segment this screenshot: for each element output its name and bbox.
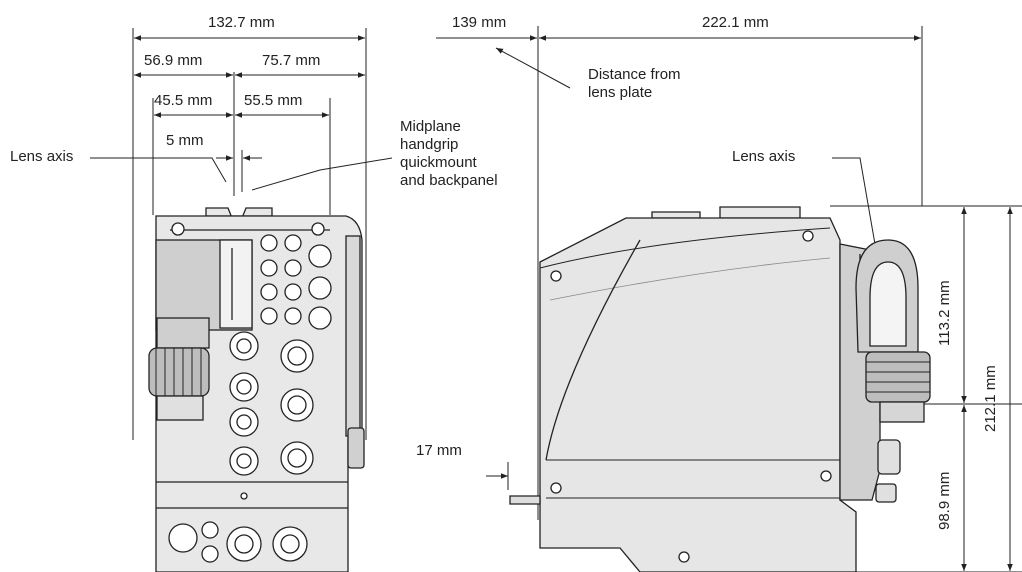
dim-upper-height: 113.2 mm [936,280,953,346]
lens-plate-line-1: Distance from [588,66,681,83]
dim-foot-offset: 17 mm [416,442,462,459]
dim-total-height: 212.1 mm [982,365,999,432]
front-dimension-lines [90,28,393,440]
dim-offset: 5 mm [166,132,204,149]
label-lens-plate-distance: Distance from lens plate [588,66,728,102]
dim-inner-left: 45.5 mm [154,92,213,109]
front-view-camera [148,207,365,572]
dim-inner-right: 55.5 mm [244,92,303,109]
dim-axis-to-right: 75.7 mm [262,52,321,69]
midplane-line-4: and backpanel [400,172,498,189]
midplane-line-1: Midplane [400,118,461,135]
midplane-line-3: quickmount [400,154,477,171]
label-midplane: Midplane handgrip quickmount and backpan… [400,118,540,190]
dim-body-length: 222.1 mm [702,14,769,31]
dim-left-to-axis: 56.9 mm [144,52,203,69]
lens-plate-line-2: lens plate [588,84,653,101]
label-lens-axis-side: Lens axis [732,148,796,165]
dim-lower-height: 98.9 mm [936,471,953,530]
dim-lens-plate-offset: 139 mm [452,14,507,31]
label-lens-axis-front: Lens axis [10,148,74,165]
side-dimension-lines [436,26,1022,572]
midplane-line-2: handgrip [400,136,459,153]
dim-overall-width: 132.7 mm [208,14,275,31]
side-view-camera [509,206,931,572]
